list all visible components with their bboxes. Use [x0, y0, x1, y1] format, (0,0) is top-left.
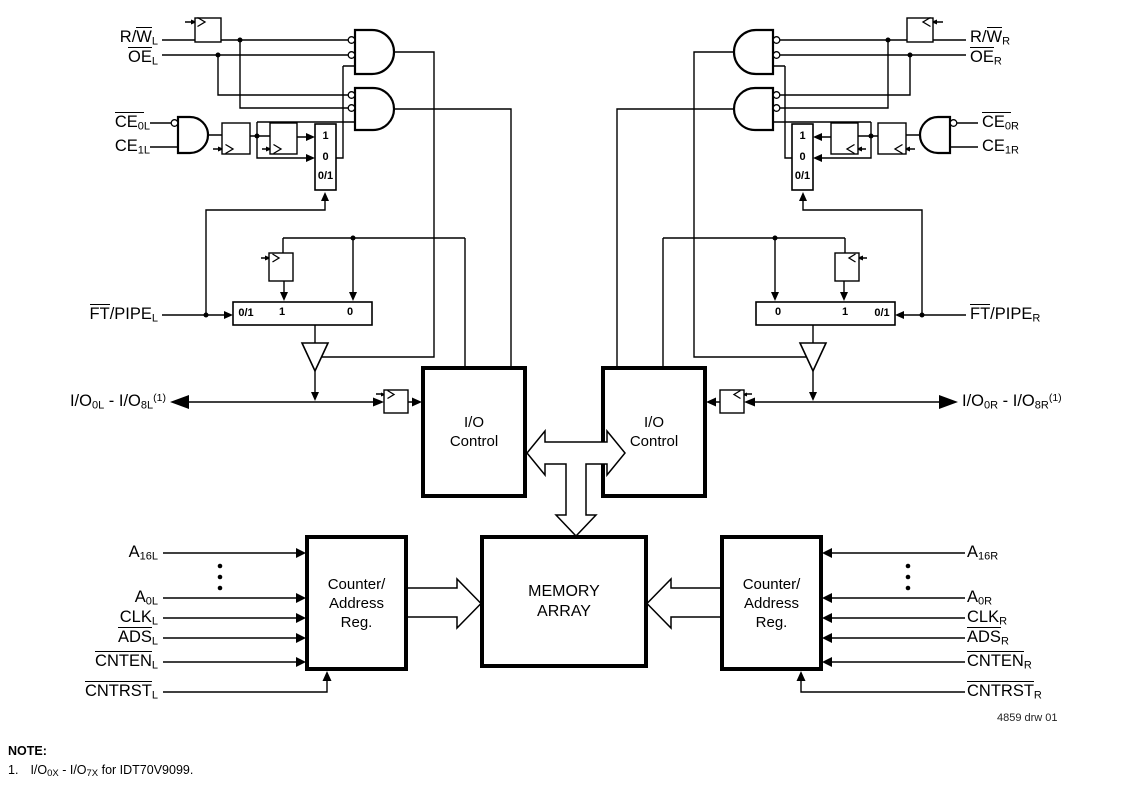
pipe-mux-right-sel: 0/1	[874, 307, 890, 319]
ce-mux-right-row-0: 0	[799, 151, 806, 163]
pipe-mux-left-0: 0	[346, 306, 354, 318]
center-data-bus-arrow	[526, 428, 626, 538]
arrowheads	[170, 19, 422, 681]
ce-mux-box	[314, 123, 337, 191]
signal-wires	[150, 21, 512, 693]
flipflop-io	[383, 389, 409, 414]
signal-label-io-left: I/O0L - I/O8L(1)	[69, 392, 166, 412]
signal-label-a16-right: A16R	[967, 543, 999, 563]
output-buffer-triangle	[300, 342, 330, 373]
inverter-bubbles	[170, 36, 356, 127]
signal-label-io-right: I/O0R - I/O8R(1)	[962, 392, 1062, 412]
pipe-mux-right-1: 1	[841, 306, 849, 318]
signal-label-ftpipe-right: FT/PIPER	[970, 304, 1041, 325]
signal-label-ce1-right: CE1R	[982, 137, 1019, 157]
signal-label-ftpipe-left: FT/PIPEL	[89, 304, 158, 325]
memory-array-block	[480, 535, 648, 668]
left-half-linework	[150, 16, 527, 693]
flipflop-pipe	[268, 252, 294, 282]
flipflop-rw	[194, 17, 222, 43]
signal-label-a16-left: A16L	[128, 543, 158, 563]
io-control-block	[421, 366, 527, 498]
ce-mux-right-row-1: 1	[799, 130, 806, 142]
signal-label-clk-right: CLKR	[967, 608, 1008, 628]
junction-dots	[203, 37, 356, 591]
counter-address-block	[305, 535, 408, 671]
signal-label-cntrst-right: CNTRSTR	[967, 681, 1042, 702]
signal-label-rw-right: R/WR	[970, 27, 1011, 48]
signal-label-oe-left: OEL	[128, 47, 158, 68]
ce-mux-left-row-1: 1	[322, 130, 329, 142]
note-item: 1.I/O0X - I/O7X for IDT70V9099.	[8, 763, 194, 779]
address-bus-arrow	[405, 577, 483, 630]
signal-label-cntrst-left: CNTRSTL	[84, 681, 158, 702]
signal-label-oe-right: OER	[970, 47, 1002, 68]
and-gate-ce	[176, 115, 210, 155]
ce-mux-left-row-0: 0	[322, 151, 329, 163]
signal-label-a0-right: A0R	[967, 588, 993, 608]
note-heading: NOTE:	[8, 744, 47, 758]
pipe-mux-left-sel: 0/1	[238, 307, 254, 319]
ce-mux-right-row-sel: 0/1	[794, 170, 811, 182]
and-gate-oe	[353, 28, 396, 76]
ce-mux-left-row-sel: 0/1	[317, 170, 334, 182]
signal-label-cnten-right: CNTENR	[967, 651, 1032, 672]
signal-label-rw-left: R/WL	[119, 27, 158, 48]
signal-label-ce0-left: CE0L	[114, 112, 150, 133]
signal-label-cnten-left: CNTENL	[95, 651, 158, 672]
flipflop-ce-1	[221, 122, 251, 155]
signal-label-ce0-right: CE0R	[982, 112, 1019, 133]
signal-label-clk-left: CLKL	[119, 608, 158, 628]
flipflop-ce-2	[269, 122, 298, 155]
pipe-mux-right-0: 0	[774, 306, 782, 318]
pipe-mux-left-1: 1	[278, 306, 286, 318]
drawing-number: 4859 drw 01	[997, 712, 1058, 724]
clock-chevron-icons	[197, 16, 396, 400]
pipe-mux-box	[232, 301, 373, 326]
signal-label-ads-left: ADSL	[117, 627, 158, 648]
signal-label-ce1-left: CE1L	[114, 137, 150, 157]
signal-label-ads-right: ADSR	[967, 627, 1009, 648]
signal-label-a0-left: A0L	[134, 588, 158, 608]
and-gate-we	[353, 86, 396, 132]
